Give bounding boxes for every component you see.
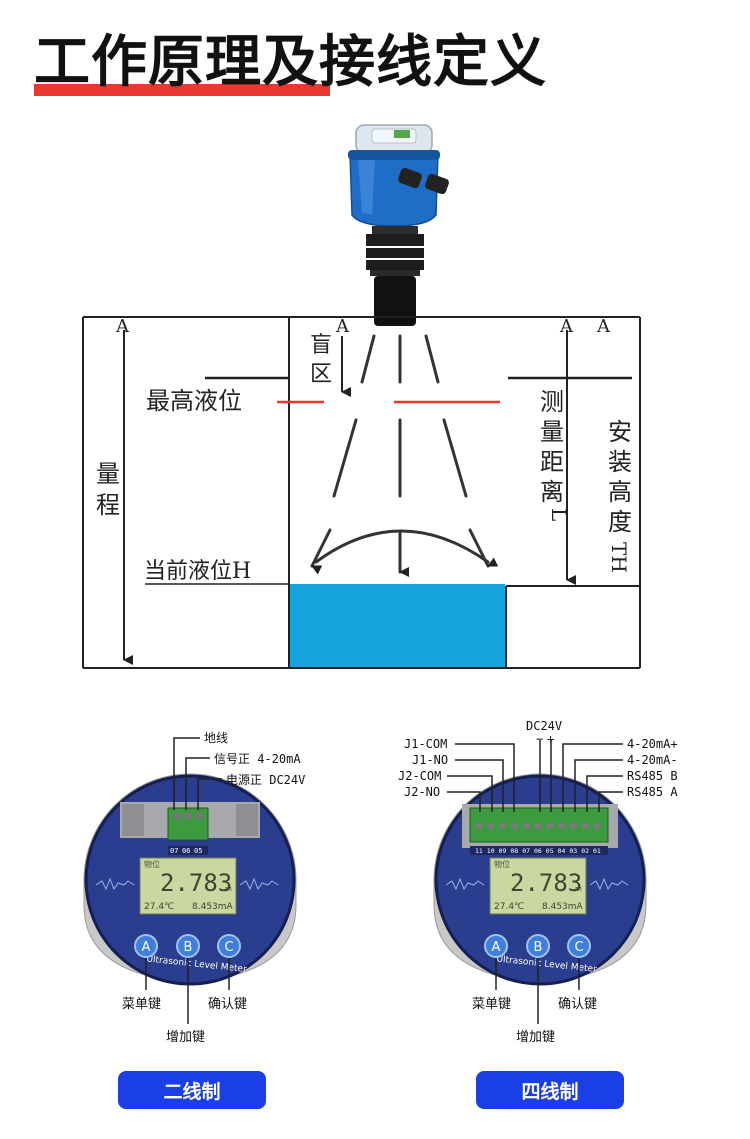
two-wire-key-b[interactable]: B [176,934,200,958]
two-wire-current: 8.453mA [192,902,234,912]
svg-text:A: A [142,940,151,955]
two-wire-ground-label: 地线 [204,731,228,745]
ultrasonic-sensor-icon [348,124,449,326]
terminal-number: 11 [475,847,483,855]
liquid-fill [290,584,505,667]
terminal-screw [510,822,518,830]
ultrasonic-beam [310,334,499,577]
four-wire-420-minus-label: 4-20mA- [627,753,678,767]
measure-distance-label: 测 量 距 离 [540,388,572,506]
terminal-number: 08 [510,847,518,855]
current-level-label: 当前液位H [144,559,251,584]
two-wire-leaders [145,737,230,1024]
four-wire-dc24v-label: DC24V [526,719,562,733]
two-wire-power-label: 电源正 DC24V [226,773,305,787]
four-wire-rs485-a-label: RS485 A [627,785,678,799]
terminal-screw [522,822,530,830]
four-wire-key-b[interactable]: B [526,934,550,958]
page-title: 工作原理及接线定义 [34,30,547,95]
svg-text:C: C [574,940,583,955]
four-wire-unit: m [575,885,582,893]
four-wire-minus-label: − [536,732,543,746]
terminal-screw [558,822,566,830]
blind-zone-label: 盲 区 [310,333,339,387]
terminal-screw [499,822,507,830]
four-wire-key-a[interactable]: A [484,934,508,958]
marker-a-distance: A [559,316,574,337]
two-wire-meter: 物位 2.783 m 27.4℃ 8.453mA Ultrasonic Leve… [83,773,297,986]
two-wire-increase-key-label: 增加键 [166,1030,205,1045]
two-wire-signal-label: 信号正 4-20mA [214,752,301,766]
install-height-label: 安 装 高 度 [608,418,640,536]
marker-a-blind: A [335,316,350,337]
four-wire-j1-no-label: J1-NO [412,753,448,767]
four-wire-420-plus-label: 4-20mA+ [627,737,678,751]
title-underline [34,84,330,96]
four-wire-button[interactable]: 四线制 [476,1071,624,1109]
four-wire-terminal-screws [475,822,601,830]
marker-a-height: A [596,316,611,337]
terminal-number: 07 [522,847,530,855]
terminal-number: 04 [558,847,566,855]
terminal-screw [487,822,495,830]
two-wire-button[interactable]: 二线制 [118,1071,266,1109]
four-wire-leaders [447,740,623,1024]
four-wire-plus-label: + [547,732,554,746]
four-wire-rs485-b-label: RS485 B [627,769,678,783]
four-wire-value: 2.783 [510,869,582,897]
terminal-screw [593,822,601,830]
two-wire-terminal-numbers: 07 06 05 [170,847,202,855]
install-height-unit: TH [607,542,631,573]
four-wire-mode: 物位 [494,859,510,869]
svg-text:B: B [534,940,543,955]
title-block: 工作原理及接线定义 [34,28,547,98]
four-wire-temp: 27.4℃ [494,902,524,912]
svg-text:A: A [492,940,501,955]
two-wire-menu-key-label: 菜单键 [122,997,161,1012]
terminal-screw [569,822,578,830]
four-wire-current: 8.453mA [542,902,584,912]
svg-text:C: C [224,940,233,955]
two-wire-unit: m [225,885,232,893]
terminal-screw [546,822,554,830]
marker-a-range: A [115,316,130,337]
terminal-number: 05 [546,847,554,855]
terminal-number: 03 [569,847,577,855]
svg-text:06: 06 [182,847,190,855]
svg-text:05: 05 [194,847,202,855]
four-wire-confirm-key-label: 确认键 [558,997,597,1012]
terminal-number: 10 [487,847,495,855]
four-wire-j2-no-label: J2-NO [404,785,440,799]
four-wire-j2-com-label: J2-COM [398,769,441,783]
terminal-screw [581,822,589,830]
two-wire-key-a[interactable]: A [134,934,158,958]
terminal-number: 01 [593,847,601,855]
two-wire-confirm-key-label: 确认键 [208,997,247,1012]
two-wire-mode: 物位 [144,859,160,869]
tank-outline [82,316,641,669]
measure-distance-unit: L [547,508,571,521]
four-wire-key-c[interactable]: C [567,934,591,958]
max-level-label: 最高液位 [146,387,242,415]
range-label: 量 程 [96,460,128,519]
terminal-screw [534,822,542,830]
svg-text:B: B [184,940,193,955]
terminal-screw [475,822,483,830]
svg-text:07: 07 [170,847,178,855]
terminal-number: 06 [534,847,542,855]
four-wire-j1-com-label: J1-COM [404,737,447,751]
two-wire-key-c[interactable]: C [217,934,241,958]
two-wire-value: 2.783 [160,869,232,897]
four-wire-menu-key-label: 菜单键 [472,997,511,1012]
four-wire-increase-key-label: 增加键 [516,1030,555,1045]
two-wire-temp: 27.4℃ [144,902,174,912]
terminal-number: 09 [499,847,507,855]
terminal-number: 02 [581,847,589,855]
